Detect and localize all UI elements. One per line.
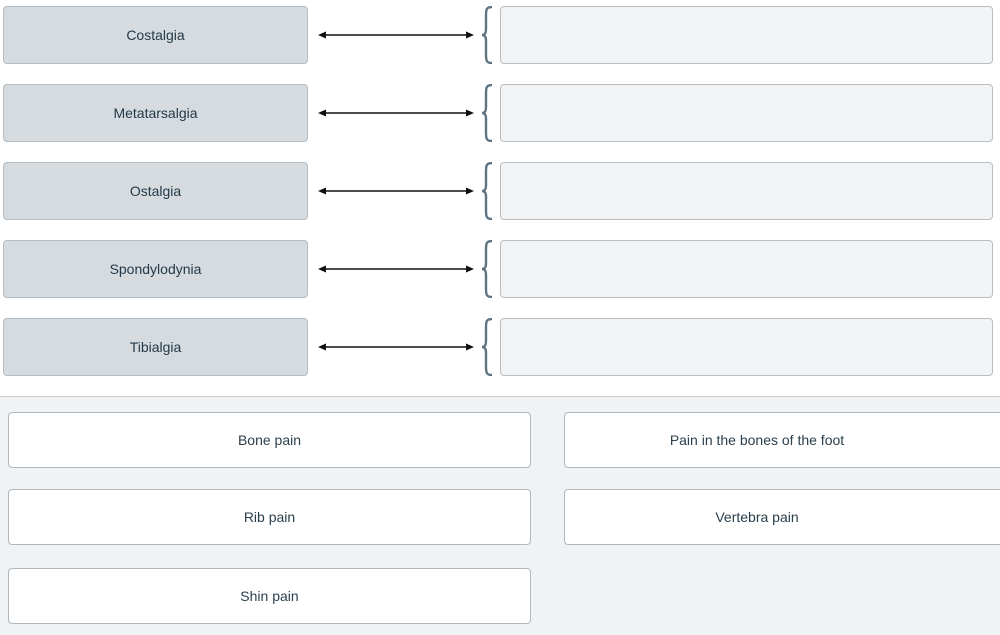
answer-drop-zone[interactable] — [500, 240, 993, 298]
answer-drop-zone[interactable] — [500, 84, 993, 142]
left-curly-brace-icon — [481, 84, 493, 142]
answer-choice-bone-pain[interactable]: Bone pain — [8, 412, 531, 468]
match-row: Tibialgia — [0, 318, 1000, 376]
answer-choice-vertebra-pain[interactable]: Vertebra pain — [564, 489, 1000, 545]
double-headed-arrow-icon — [318, 343, 474, 351]
match-row: Ostalgia — [0, 162, 1000, 220]
answer-choice-shin-pain[interactable]: Shin pain — [8, 568, 531, 624]
double-headed-arrow-icon — [318, 109, 474, 117]
match-row: Spondylodynia — [0, 240, 1000, 298]
double-headed-arrow-icon — [318, 187, 474, 195]
answer-drop-zone[interactable] — [500, 162, 993, 220]
term-box: Spondylodynia — [3, 240, 308, 298]
answer-drop-zone[interactable] — [500, 318, 993, 376]
double-headed-arrow-icon — [318, 265, 474, 273]
term-box: Costalgia — [3, 6, 308, 64]
term-box: Metatarsalgia — [3, 84, 308, 142]
answer-drop-zone[interactable] — [500, 6, 993, 64]
answer-choice-rib-pain[interactable]: Rib pain — [8, 489, 531, 545]
left-curly-brace-icon — [481, 6, 493, 64]
double-headed-arrow-icon — [318, 31, 474, 39]
left-curly-brace-icon — [481, 318, 493, 376]
left-curly-brace-icon — [481, 162, 493, 220]
match-row: Metatarsalgia — [0, 84, 1000, 142]
left-curly-brace-icon — [481, 240, 493, 298]
match-row: Costalgia — [0, 6, 1000, 64]
answer-bank: Bone pain Pain in the bones of the foot … — [0, 396, 1000, 635]
term-box: Ostalgia — [3, 162, 308, 220]
answer-choice-foot-bone-pain[interactable]: Pain in the bones of the foot — [564, 412, 1000, 468]
term-box: Tibialgia — [3, 318, 308, 376]
